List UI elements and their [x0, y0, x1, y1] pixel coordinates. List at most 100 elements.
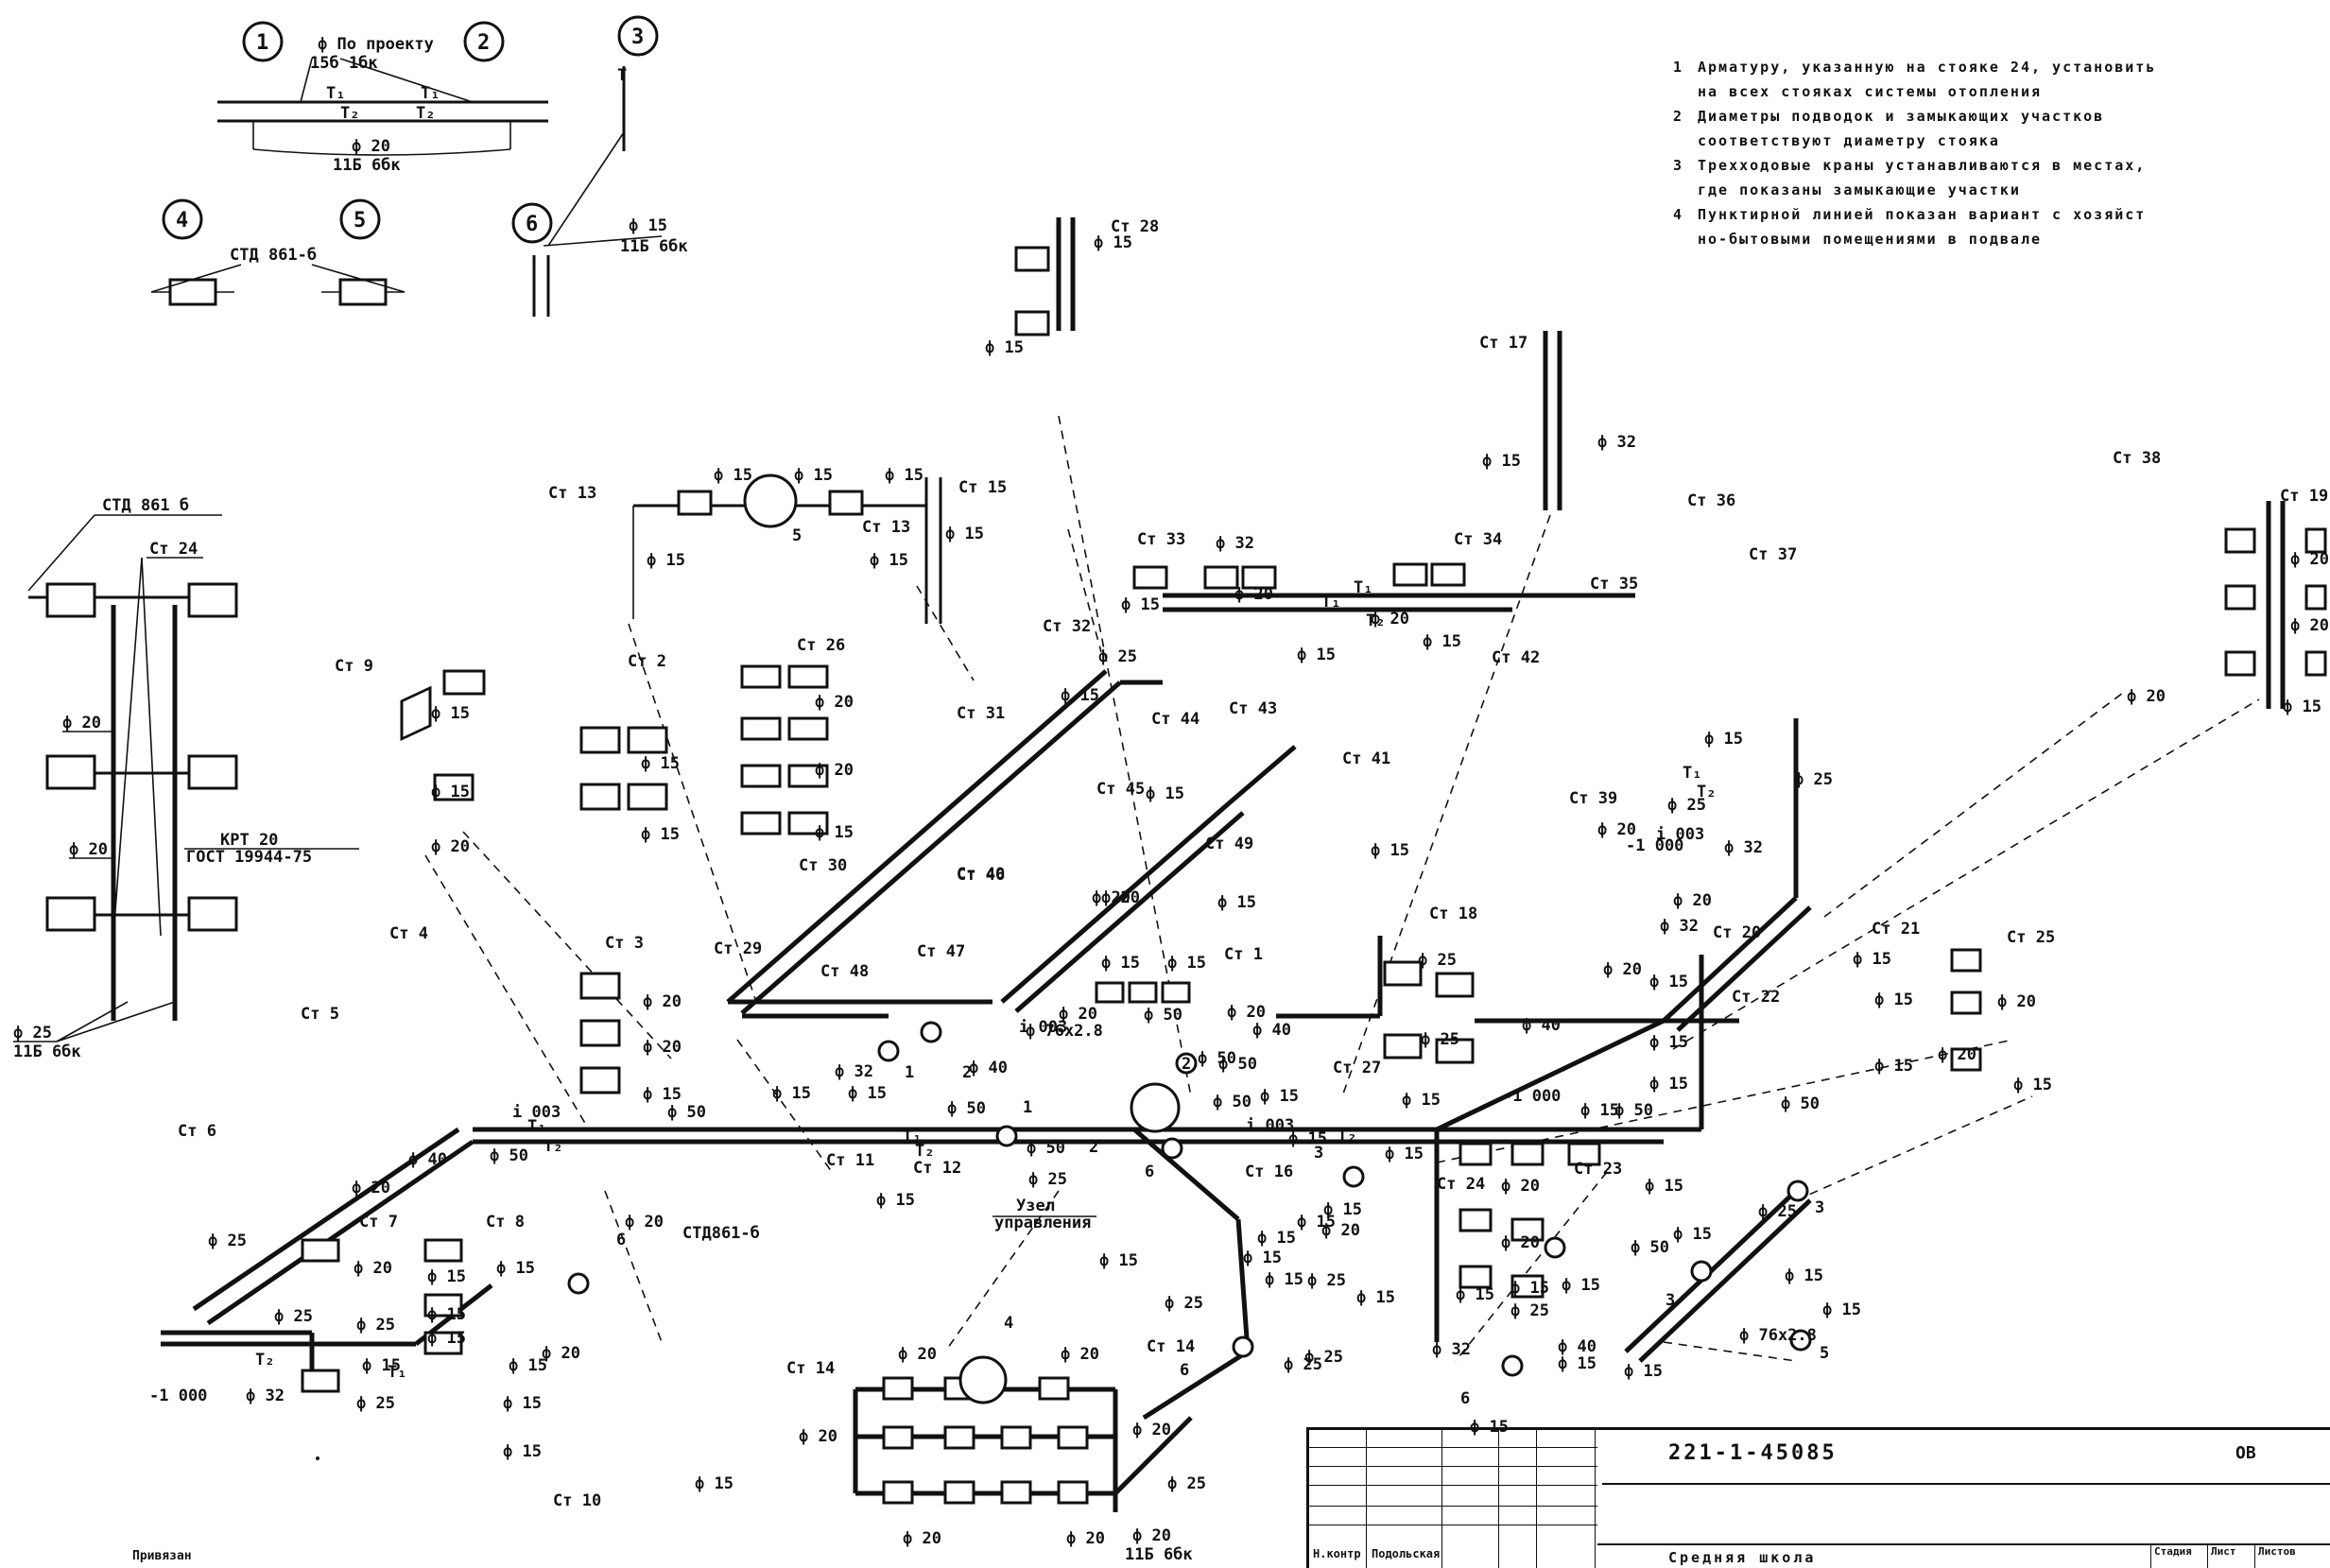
drawing-label: ф 15: [2283, 698, 2321, 716]
drawing-label: ф 15: [503, 1394, 542, 1413]
drawing-label: ф 15: [641, 825, 680, 844]
note-line: на всех стояках системы отопления: [1673, 79, 2330, 104]
drawing-label: КРТ 20: [220, 831, 278, 850]
drawing-code: 221-1-45085: [1668, 1441, 1838, 1465]
drawing-label: ф 15: [1101, 954, 1140, 973]
drawing-label: Ст 38: [2113, 449, 2161, 468]
drawing-label: ГОСТ 19944-75: [186, 848, 312, 867]
drawing-label: Ст 6: [178, 1122, 216, 1141]
drawing-label: Ст 1: [1224, 945, 1263, 964]
drawing-label: Ст 17: [1479, 334, 1527, 353]
drawing-label: Ст 48: [820, 962, 869, 981]
drawing-label: Ст 42: [1492, 648, 1540, 667]
header-sheets: Листов: [2254, 1545, 2296, 1568]
radiators: [301, 246, 2327, 1505]
drawing-label: ф 50: [490, 1146, 528, 1165]
drawing-label: ф 50: [667, 1103, 706, 1122]
drawing-label: Ст 47: [917, 942, 965, 961]
drawing-label: ф 15: [1562, 1276, 1600, 1295]
drawing-label: 11Б 6бк: [620, 237, 688, 256]
drawing-label: Ст 18: [1429, 905, 1477, 923]
drawing-label: СТД 861 б: [102, 496, 189, 515]
drawing-label: ф 15: [794, 466, 833, 485]
note-text: но-бытовыми помещениями в подвале: [1698, 231, 2043, 248]
drawing-label: 3: [631, 26, 644, 49]
drawing-label: Ст 14: [1147, 1337, 1195, 1356]
drawing-label: ф 32: [835, 1062, 873, 1081]
drawing-label: ф 20: [1101, 888, 1140, 907]
drawing-label: ф 40: [408, 1150, 447, 1169]
drawing-label: ф 50: [1213, 1093, 1251, 1111]
drawing-label: ф 50: [947, 1099, 986, 1118]
drawing-label: ф 20: [1132, 1526, 1171, 1545]
drawing-label: управления: [994, 1214, 1091, 1232]
drawing-label: T₂: [1366, 612, 1385, 630]
drawing-label: ф 50: [1218, 1055, 1257, 1074]
note-line: но-бытовыми помещениями в подвале: [1673, 227, 2330, 251]
drawing-label: ф 20: [903, 1529, 941, 1548]
drawing-label: ф 25: [1307, 1271, 1346, 1290]
drawing-label: T₂: [915, 1142, 934, 1161]
drawing-label: Узел: [1016, 1197, 1055, 1215]
drawing-label: Ст 22: [1732, 988, 1780, 1007]
drawing-label: ф 20: [69, 840, 108, 859]
drawing-label: ф 32: [1660, 917, 1699, 936]
drawing-label: ф 25: [1304, 1348, 1343, 1367]
drawing-label: T₁: [388, 1363, 406, 1382]
title-block-bottom-divider: [1597, 1543, 2330, 1545]
detail-callouts: 1 2 3 4 5 6 ф По проекту 15б 1бк T₁ T₂ T…: [150, 15, 688, 317]
drawing-label: Ст 24: [149, 540, 198, 559]
drawing-label: Ст 28: [1111, 217, 1159, 236]
drawing-label: ф 32: [1216, 534, 1254, 553]
note-line: соответствуют диаметру стояка: [1673, 129, 2330, 153]
drawing-label: ф 50: [1781, 1094, 1820, 1113]
drawing-label: Ст 45: [1096, 780, 1145, 799]
drawing-label: ф 25: [1167, 1474, 1206, 1493]
drawing-label: ф 15: [1510, 1279, 1549, 1298]
drawing-label: Ст 23: [1574, 1160, 1622, 1179]
drawing-label: Ст 13: [862, 518, 910, 537]
drawing-label: ф 20: [1603, 960, 1642, 979]
drawing-label: ф 15: [1323, 1200, 1362, 1219]
drawing-label: ф 25: [356, 1394, 395, 1413]
drawing-label: T₂: [544, 1137, 562, 1156]
drawing-label: ф 32: [246, 1387, 285, 1405]
drawing-label: ф 15: [643, 1085, 682, 1104]
drawing-label: ф 15: [1297, 1213, 1336, 1232]
drawing-label: ф 20: [1997, 992, 2036, 1011]
role-norm-control: Н.контр: [1313, 1547, 1361, 1560]
drawing-label: ф 15: [815, 823, 854, 842]
drawing-label: T₁: [1321, 593, 1340, 612]
drawing-label: Ст 8: [486, 1213, 525, 1232]
drawing-label: ф 25: [1098, 647, 1137, 666]
drawing-label: ф 15: [1243, 1249, 1282, 1267]
misc-labels: і 003 і 003 і 003 і 003 -1 000 -1 000 -1…: [149, 526, 1829, 1408]
drawing-label: Ст 43: [1229, 699, 1277, 718]
drawing-label: Ст 11: [826, 1151, 874, 1170]
drawing-label: ф 15: [695, 1474, 734, 1493]
drawing-label: Ст 44: [1151, 710, 1200, 729]
drawing-label: T₁: [1683, 764, 1701, 783]
drawing-label: 6: [1180, 1361, 1189, 1380]
note-text: Пунктирной линией показан вариант с хозя…: [1698, 206, 2147, 223]
drawing-label: ф 15: [1704, 730, 1743, 749]
drawing-label: ф 15: [1061, 686, 1099, 705]
drawing-label: Ст 7: [359, 1213, 398, 1232]
drawing-label: ф 15: [1822, 1301, 1861, 1319]
drawing-label: ф 15: [427, 1329, 466, 1348]
drawing-label: і 003: [1019, 1018, 1067, 1037]
drawing-label: СТД861-б: [682, 1224, 760, 1243]
drawing-label: 3: [1815, 1198, 1824, 1217]
drawing-label: ф 20: [1501, 1177, 1540, 1196]
drawing-label: 5: [1820, 1344, 1829, 1363]
drawing-label: ф 15: [1121, 595, 1160, 614]
drawing-label: ф 15: [647, 551, 685, 570]
drawing-label: 3: [1314, 1144, 1323, 1163]
drawing-label: ф 15: [427, 1305, 466, 1324]
drawing-label: ф 20: [1501, 1233, 1540, 1252]
drawing-label: 15б 1бк: [310, 54, 378, 73]
drawing-label: ф 20: [1234, 585, 1273, 604]
drawing-label: ф 20: [799, 1427, 837, 1446]
